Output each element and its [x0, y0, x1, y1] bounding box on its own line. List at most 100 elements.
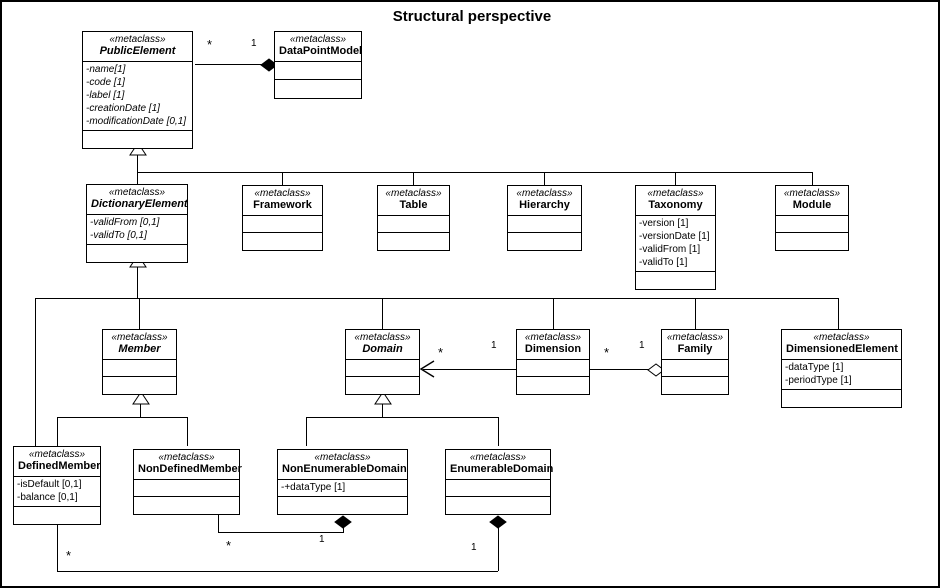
stereotype-label: «metaclass»	[254, 188, 311, 199]
multiplicity-enumerabledomain-one: 1	[471, 542, 477, 553]
open-arrowhead-domain	[419, 360, 435, 378]
class-box-module[interactable]: «metaclass» Module	[775, 185, 849, 251]
class-box-table[interactable]: «metaclass» Table	[377, 185, 450, 251]
class-operations-hierarchy	[508, 233, 581, 250]
class-attributes-dimensioned-element: -dataType [1] -periodType [1]	[782, 360, 901, 390]
stereotype-label: «metaclass»	[109, 34, 166, 45]
class-box-non-defined-member[interactable]: «metaclass» NonDefinedMember	[133, 449, 242, 515]
multiplicity-domain-star: *	[438, 345, 444, 360]
class-name-label: EnumerableDomain	[450, 463, 554, 476]
class-box-hierarchy[interactable]: «metaclass» Hierarchy	[507, 185, 582, 251]
class-name-label: NonEnumerableDomain	[282, 463, 407, 476]
gen-drop-table	[413, 172, 414, 185]
assoc-dimension-family	[590, 369, 662, 370]
stereotype-label: «metaclass»	[108, 187, 166, 198]
gen-drop-dictionaryelement	[137, 172, 138, 185]
stereotype-label: «metaclass»	[354, 332, 411, 343]
class-header-non-defined-member: «metaclass» NonDefinedMember	[134, 450, 242, 480]
gen-bus-member-subclasses	[57, 417, 187, 418]
class-name-label: DimensionedElement	[786, 343, 898, 356]
comp-route-nondefinedmember	[218, 532, 344, 533]
class-box-member[interactable]: «metaclass» Member	[102, 329, 177, 395]
stereotype-label: «metaclass»	[314, 452, 371, 463]
generalization-triangle-member	[132, 391, 150, 405]
class-operations-module	[776, 233, 848, 250]
composition-diamond-enumerabledomain	[489, 515, 507, 529]
class-box-family[interactable]: «metaclass» Family	[661, 329, 729, 395]
class-name-label: Taxonomy	[648, 199, 703, 212]
class-attributes-dictionary-element: -validFrom [0,1] -validTo [0,1]	[87, 215, 187, 245]
assoc-dimension-domain	[423, 369, 517, 370]
attribute-row: -code [1]	[86, 76, 125, 88]
class-attributes-family	[662, 360, 728, 377]
gen-drop-dimensionedelement	[838, 298, 839, 329]
multiplicity-dimension-one-left: 1	[491, 340, 497, 351]
class-name-label: NonDefinedMember	[138, 463, 242, 476]
class-operations-framework	[243, 233, 322, 250]
class-box-enumerable-domain[interactable]: «metaclass» EnumerableDomain	[445, 449, 554, 515]
multiplicity-nondefinedmember-star: *	[226, 538, 232, 553]
attribute-row: -versionDate [1]	[639, 230, 710, 242]
attribute-row: -validFrom [1]	[639, 243, 701, 255]
class-box-framework[interactable]: «metaclass» Framework	[242, 185, 323, 251]
gen-drop-member	[139, 298, 140, 329]
class-header-dimensioned-element: «metaclass» DimensionedElement	[782, 330, 901, 360]
class-box-data-point-model[interactable]: «metaclass» DataPointModel	[274, 31, 362, 99]
gen-drop-definedmember	[57, 417, 58, 446]
gen-drop-module	[812, 172, 813, 185]
class-header-non-enumerable-domain: «metaclass» NonEnumerableDomain	[278, 450, 407, 480]
attribute-row: -isDefault [0,1]	[17, 478, 82, 490]
class-operations-table	[378, 233, 449, 250]
class-header-taxonomy: «metaclass» Taxonomy	[636, 186, 715, 216]
gen-bus-domain-subclasses	[306, 417, 498, 418]
class-box-dimension[interactable]: «metaclass» Dimension	[516, 329, 590, 395]
gen-bus-dictionary-level	[137, 172, 813, 173]
class-operations-non-enumerable-domain	[278, 497, 407, 514]
gen-drop-framework	[282, 172, 283, 185]
class-box-defined-member[interactable]: «metaclass» DefinedMember -isDefault [0,…	[13, 446, 101, 525]
class-attributes-enumerable-domain	[446, 480, 550, 497]
gen-stem-dictionaryelement	[137, 266, 138, 298]
class-header-domain: «metaclass» Domain	[346, 330, 419, 360]
composition-diamond-nonenumerabledomain	[334, 515, 352, 529]
class-attributes-taxonomy: -version [1] -versionDate [1] -validFrom…	[636, 216, 715, 273]
class-header-hierarchy: «metaclass» Hierarchy	[508, 186, 581, 216]
stereotype-label: «metaclass»	[783, 188, 841, 199]
class-operations-member	[103, 377, 176, 394]
stereotype-label: «metaclass»	[111, 332, 168, 343]
class-name-label: Framework	[253, 199, 312, 212]
class-operations-data-point-model	[275, 80, 361, 98]
gen-stem-domain	[382, 403, 383, 417]
stereotype-label: «metaclass»	[469, 452, 527, 463]
stereotype-label: «metaclass»	[666, 332, 724, 343]
class-attributes-dimension	[517, 360, 589, 377]
attribute-row: -validTo [1]	[639, 257, 688, 269]
class-box-domain[interactable]: «metaclass» Domain	[345, 329, 420, 395]
attribute-row: -validFrom [0,1]	[90, 216, 160, 228]
gen-bus-level3	[35, 298, 838, 299]
stereotype-label: «metaclass»	[289, 34, 347, 45]
gen-drop-enumerabledomain	[498, 417, 499, 446]
class-box-dimensioned-element[interactable]: «metaclass» DimensionedElement -dataType…	[781, 329, 902, 408]
class-attributes-data-point-model	[275, 62, 361, 80]
comp-stem-nondefinedmember	[218, 515, 219, 532]
class-attributes-domain	[346, 360, 419, 377]
stereotype-label: «metaclass»	[158, 452, 215, 463]
attribute-row: -modificationDate [0,1]	[86, 116, 187, 128]
class-name-label: Table	[399, 199, 428, 212]
gen-stem-publicelement	[137, 154, 138, 172]
gen-drop-dimension	[553, 298, 554, 329]
multiplicity-definedmember-star: *	[66, 548, 72, 563]
class-box-public-element[interactable]: «metaclass» PublicElement -name[1] -code…	[82, 31, 193, 150]
class-attributes-framework	[243, 216, 322, 233]
class-operations-dimensioned-element	[782, 390, 901, 407]
class-attributes-module	[776, 216, 848, 233]
class-name-label: Domain	[362, 343, 403, 356]
stereotype-label: «metaclass»	[524, 332, 582, 343]
class-box-taxonomy[interactable]: «metaclass» Taxonomy -version [1] -versi…	[635, 185, 716, 291]
multiplicity-nonenumerabledomain-one: 1	[319, 534, 325, 545]
class-box-non-enumerable-domain[interactable]: «metaclass» NonEnumerableDomain -+dataTy…	[277, 449, 408, 515]
class-box-dictionary-element[interactable]: «metaclass» DictionaryElement -validFrom…	[86, 184, 188, 263]
class-attributes-hierarchy	[508, 216, 581, 233]
